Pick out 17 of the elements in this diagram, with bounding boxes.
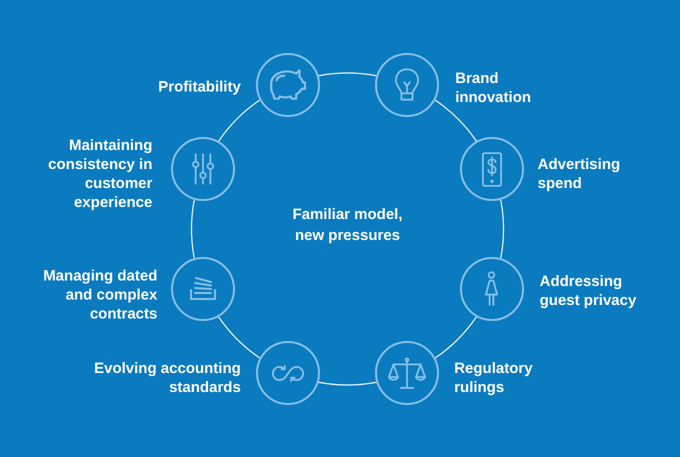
ring-segment bbox=[218, 316, 260, 358]
topic-label: Advertising spend bbox=[538, 155, 622, 194]
ring-segment bbox=[434, 316, 477, 358]
topic-label: Managing dated and complex contracts bbox=[42, 266, 158, 324]
topic-label: Evolving accounting standards bbox=[93, 359, 241, 398]
topic-label: Profitability bbox=[157, 77, 241, 96]
topic-label: Addressing guest privacy bbox=[540, 272, 638, 310]
ring-segment bbox=[218, 100, 260, 142]
topic-label: Brand innovation bbox=[455, 68, 532, 107]
topic-label: Maintaining consistency in customer experience bbox=[47, 136, 152, 212]
ring-segment bbox=[318, 72, 377, 76]
center-heading: Familiar model, new pressures bbox=[291, 205, 404, 246]
ring-segment bbox=[318, 382, 377, 386]
ring-segment bbox=[434, 100, 477, 142]
ring-segment bbox=[190, 200, 195, 258]
topic-label: Regulatory rulings bbox=[454, 359, 534, 398]
ring-segment bbox=[500, 200, 504, 258]
